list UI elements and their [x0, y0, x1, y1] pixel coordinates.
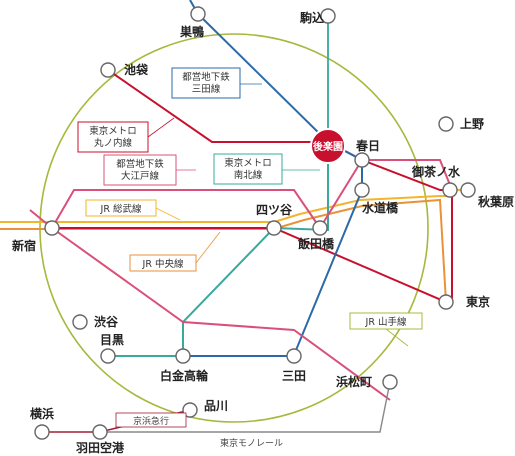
line-label-oedo: 都営地下鉄 大江戸線: [103, 154, 177, 186]
label-hamamatsucho: 浜松町: [336, 374, 372, 389]
label-yokohama: 横浜: [30, 406, 54, 421]
chuo-label-leader: [195, 231, 221, 264]
line-label-marunouchi-line2: 丸ノ内線: [94, 137, 133, 149]
line-label-jr-sobu-text: JR 総武線: [100, 203, 142, 215]
station-markers: [34, 6, 476, 440]
station-marker-iidabashi: [312, 220, 328, 236]
label-tokyo: 東京: [466, 294, 490, 309]
label-yotsuya: 四ツ谷: [256, 202, 293, 217]
station-marker-sugamo: [190, 6, 206, 22]
yamanote-label-leader: [385, 328, 409, 347]
station-marker-komagome: [320, 8, 336, 24]
hub-station-label: 後楽園: [313, 140, 343, 153]
station-marker-yokohama: [34, 424, 50, 440]
line-label-toei-mita-line2: 三田線: [192, 83, 221, 95]
station-marker-akihabara: [460, 182, 476, 198]
line-label-monorail: 東京モノレール: [220, 437, 283, 449]
line-label-jr-chuo-text: JR 中央線: [142, 258, 184, 270]
station-marker-mita: [286, 348, 302, 364]
label-iidabashi: 飯田橋: [297, 236, 335, 251]
line-label-keikyu-text: 京浜急行: [133, 415, 169, 427]
label-haneda: 羽田空港: [76, 440, 125, 455]
line-label-namboku: 東京メトロ 南北線: [213, 153, 283, 185]
line-label-namboku-line2: 南北線: [234, 169, 263, 181]
station-marker-ueno: [438, 116, 454, 132]
station-marker-shinagawa: [182, 402, 198, 418]
label-shibuya: 渋谷: [94, 314, 119, 329]
label-sugamo: 巣鴨: [179, 24, 204, 39]
hub-station-marker: [310, 128, 346, 164]
station-marker-tokyo: [438, 294, 454, 310]
line-label-marunouchi: 東京メトロ 丸ノ内線: [77, 121, 149, 153]
line-label-oedo-line1: 都営地下鉄: [116, 158, 164, 170]
station-marker-shibuya: [72, 314, 88, 330]
line-label-toei-mita: 都営地下鉄 三田線: [171, 67, 241, 99]
line-label-keikyu: 京浜急行: [115, 412, 187, 428]
label-komagome: 駒込: [300, 10, 324, 25]
label-shinjuku: 新宿: [12, 238, 36, 253]
line-label-toei-mita-line1: 都営地下鉄: [182, 71, 230, 83]
label-ikebukuro: 池袋: [124, 62, 149, 77]
line-label-jr-chuo: JR 中央線: [129, 254, 197, 272]
line-label-jr-sobu: JR 総武線: [85, 199, 157, 217]
label-kasuga: 春日: [355, 138, 380, 153]
line-label-jr-yamanote: JR 山手線: [349, 312, 423, 330]
label-shinagawa: 品川: [204, 399, 228, 413]
station-marker-shirokanetakanawa: [175, 348, 191, 364]
line-label-jr-yamanote-text: JR 山手線: [365, 316, 407, 328]
label-ochanomizu: 御茶ノ水: [411, 164, 461, 179]
line-label-marunouchi-line1: 東京メトロ: [89, 125, 137, 137]
station-marker-ochanomizu: [442, 182, 458, 198]
station-marker-ikebukuro: [100, 62, 116, 78]
label-akihabara: 秋葉原: [478, 194, 514, 209]
label-ueno: 上野: [460, 116, 484, 131]
station-marker-kasuga: [354, 152, 370, 168]
monorail-line: [100, 381, 391, 433]
station-marker-haneda: [92, 424, 108, 440]
marunouchi-label-leader: [147, 117, 175, 138]
station-marker-yotsuya: [266, 220, 282, 236]
line-label-namboku-line1: 東京メトロ: [224, 157, 272, 169]
oedo-line-south: [51, 227, 391, 401]
label-shirokanetakanawa: 白金高輪: [160, 368, 209, 383]
station-marker-shinjuku: [44, 220, 60, 236]
station-marker-meguro: [100, 348, 116, 364]
label-suidobashi: 水道橋: [362, 200, 399, 215]
marunouchi-line: [52, 69, 453, 304]
line-label-oedo-line2: 大江戸線: [121, 170, 160, 182]
sobu-label-leader: [155, 207, 181, 221]
station-marker-suidobashi: [354, 182, 370, 198]
station-marker-hamamatsucho: [382, 374, 398, 390]
jr-chuo-line: [0, 198, 447, 303]
label-meguro: 目黒: [100, 333, 124, 347]
station-labels: 巣鴨 駒込 池袋 上野 春日 御茶ノ水 秋葉原 水道橋 四ツ谷 飯田橋 新宿 東…: [12, 10, 514, 455]
label-mita: 三田: [282, 369, 306, 383]
